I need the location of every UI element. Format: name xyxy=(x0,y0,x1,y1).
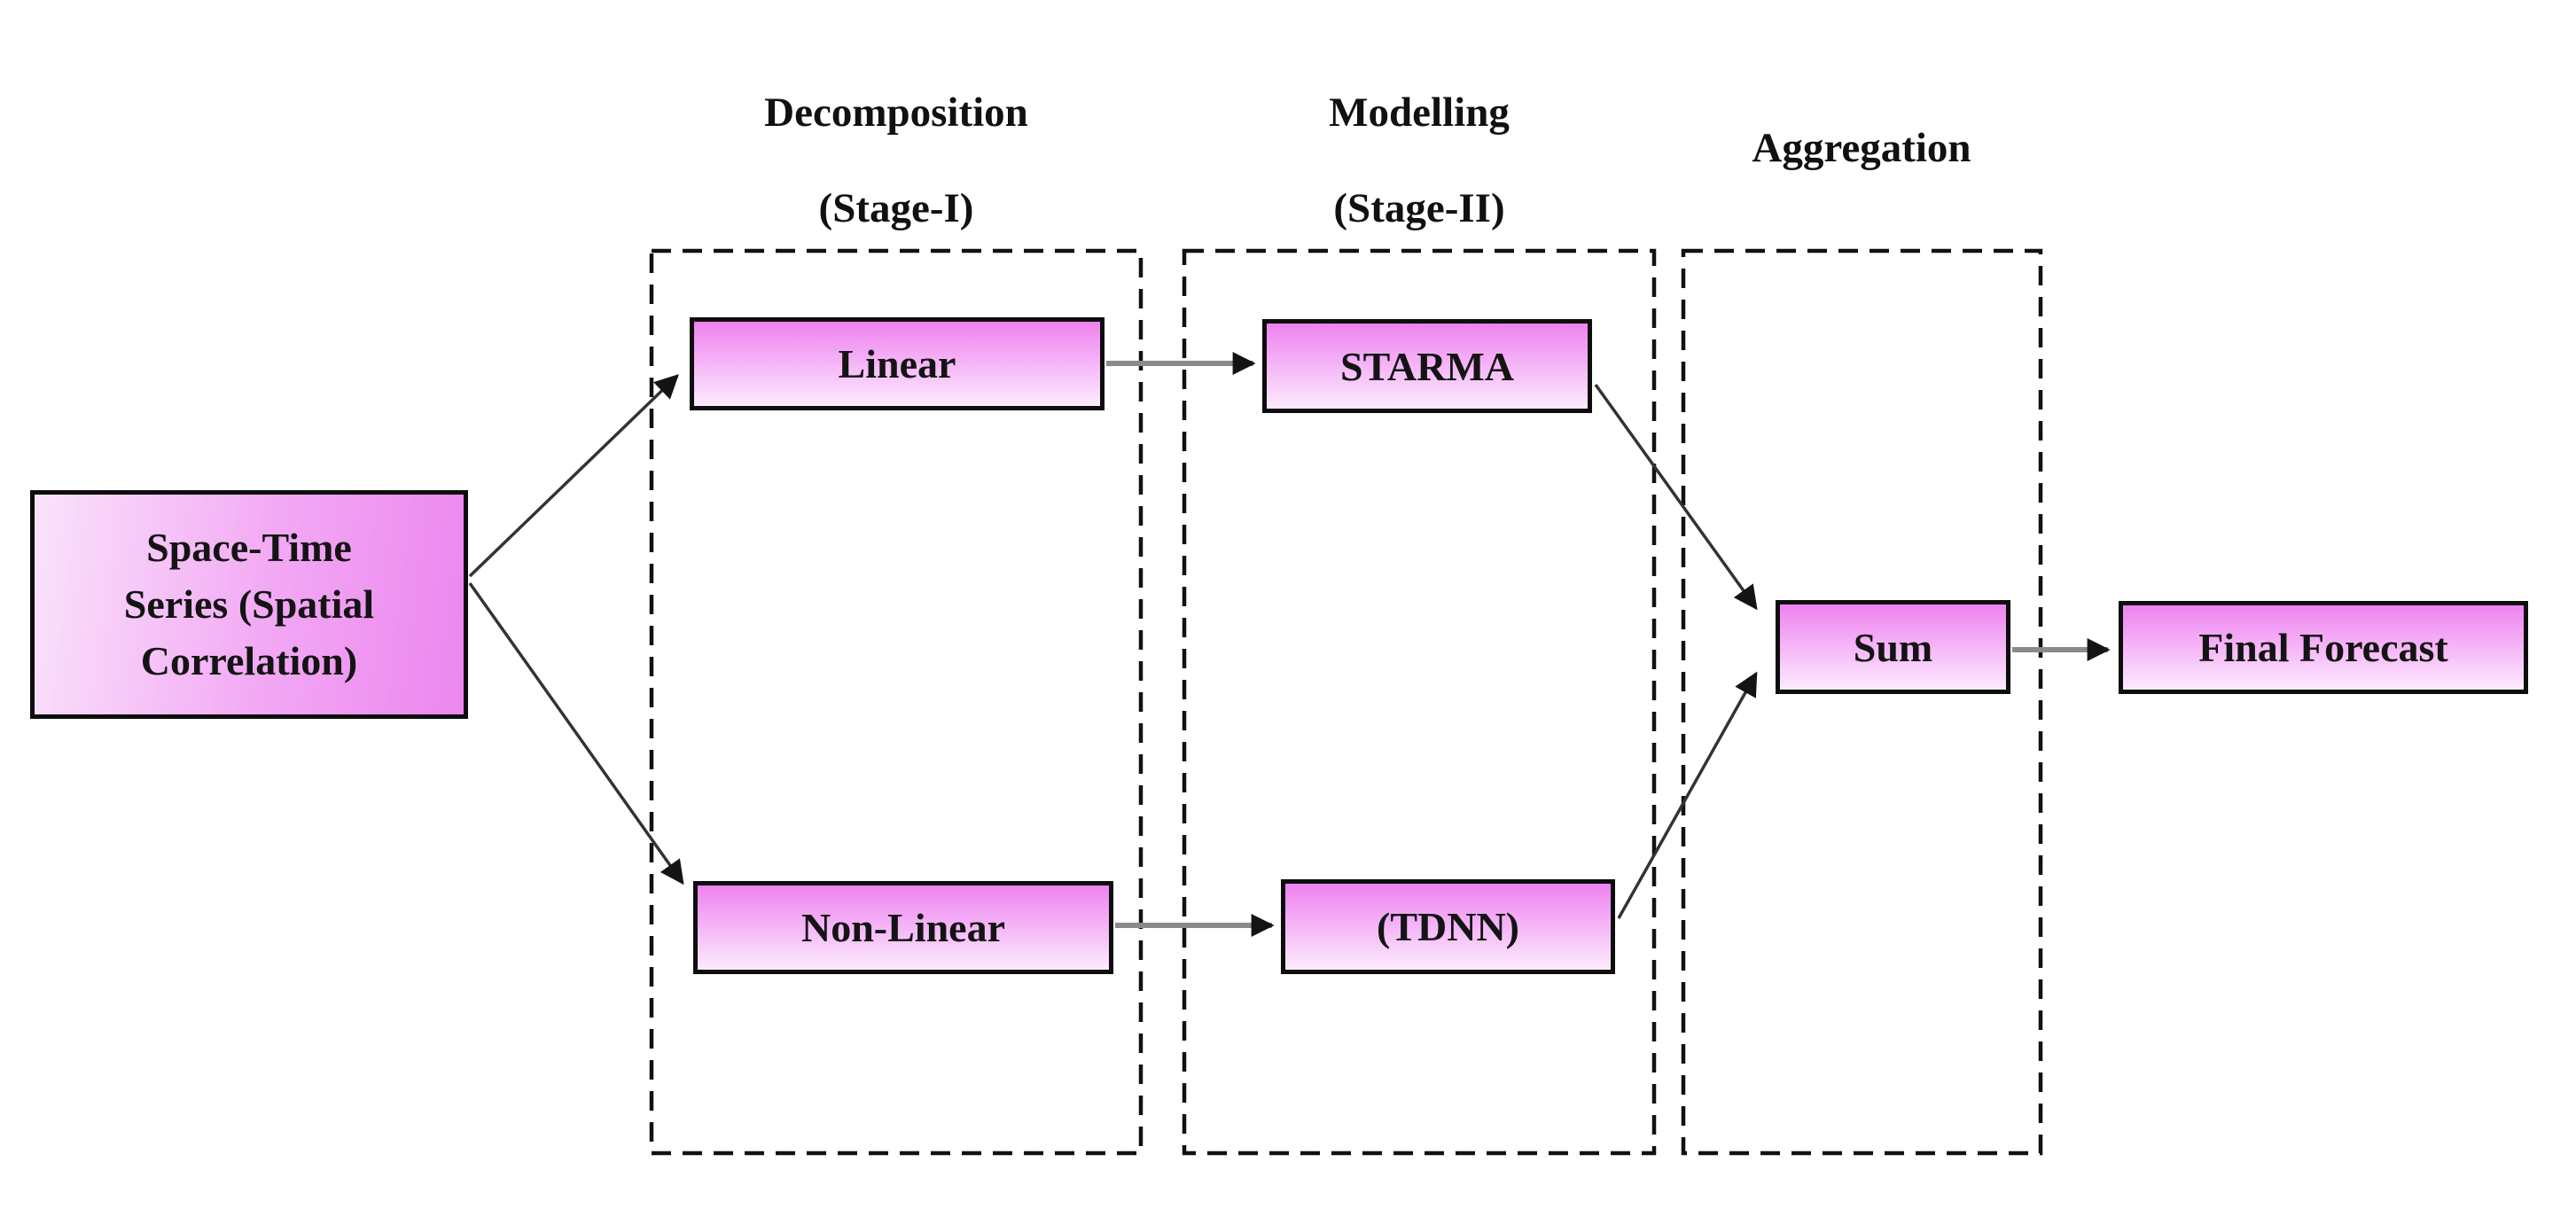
node-starma-label: STARMA xyxy=(1340,343,1514,389)
node-tdnn: (TDNN) xyxy=(1281,879,1615,974)
node-space-time-series: Space-Time Series (Spatial Correlation) xyxy=(30,490,468,719)
node-linear-label: Linear xyxy=(838,341,956,386)
aggregation-title: Aggregation xyxy=(1752,125,1971,171)
node-tdnn-label: (TDNN) xyxy=(1377,904,1519,949)
label-line-3: Correlation) xyxy=(140,638,358,683)
decomposition-stage-box xyxy=(649,248,1144,1156)
arrow-spacetime-to-nonlinear xyxy=(468,581,684,885)
node-sum: Sum xyxy=(1776,600,2010,694)
node-space-time-series-label: Space-Time Series (Spatial Correlation) xyxy=(124,519,374,690)
node-non-linear-label: Non-Linear xyxy=(801,905,1005,950)
decomposition-subtitle: (Stage-I) xyxy=(818,185,974,231)
label-line-2: Series (Spatial xyxy=(123,581,375,627)
node-linear: Linear xyxy=(690,317,1105,410)
arrow-starma-to-sum xyxy=(1594,383,1758,611)
aggregation-stage-box xyxy=(1681,248,2043,1156)
modelling-title: Modelling xyxy=(1329,90,1510,136)
decomposition-title: Decomposition xyxy=(764,90,1028,136)
arrow-spacetime-to-linear xyxy=(468,374,679,578)
node-final-forecast: Final Forecast xyxy=(2119,601,2528,694)
node-non-linear: Non-Linear xyxy=(693,881,1113,974)
node-starma: STARMA xyxy=(1262,319,1592,413)
node-sum-label: Sum xyxy=(1853,624,1933,670)
label-line-1: Space-Time xyxy=(146,525,352,570)
modelling-subtitle: (Stage-II) xyxy=(1333,185,1505,231)
node-final-forecast-label: Final Forecast xyxy=(2198,625,2448,670)
arrow-tdnn-to-sum xyxy=(1617,671,1758,919)
modelling-stage-box xyxy=(1182,248,1657,1156)
